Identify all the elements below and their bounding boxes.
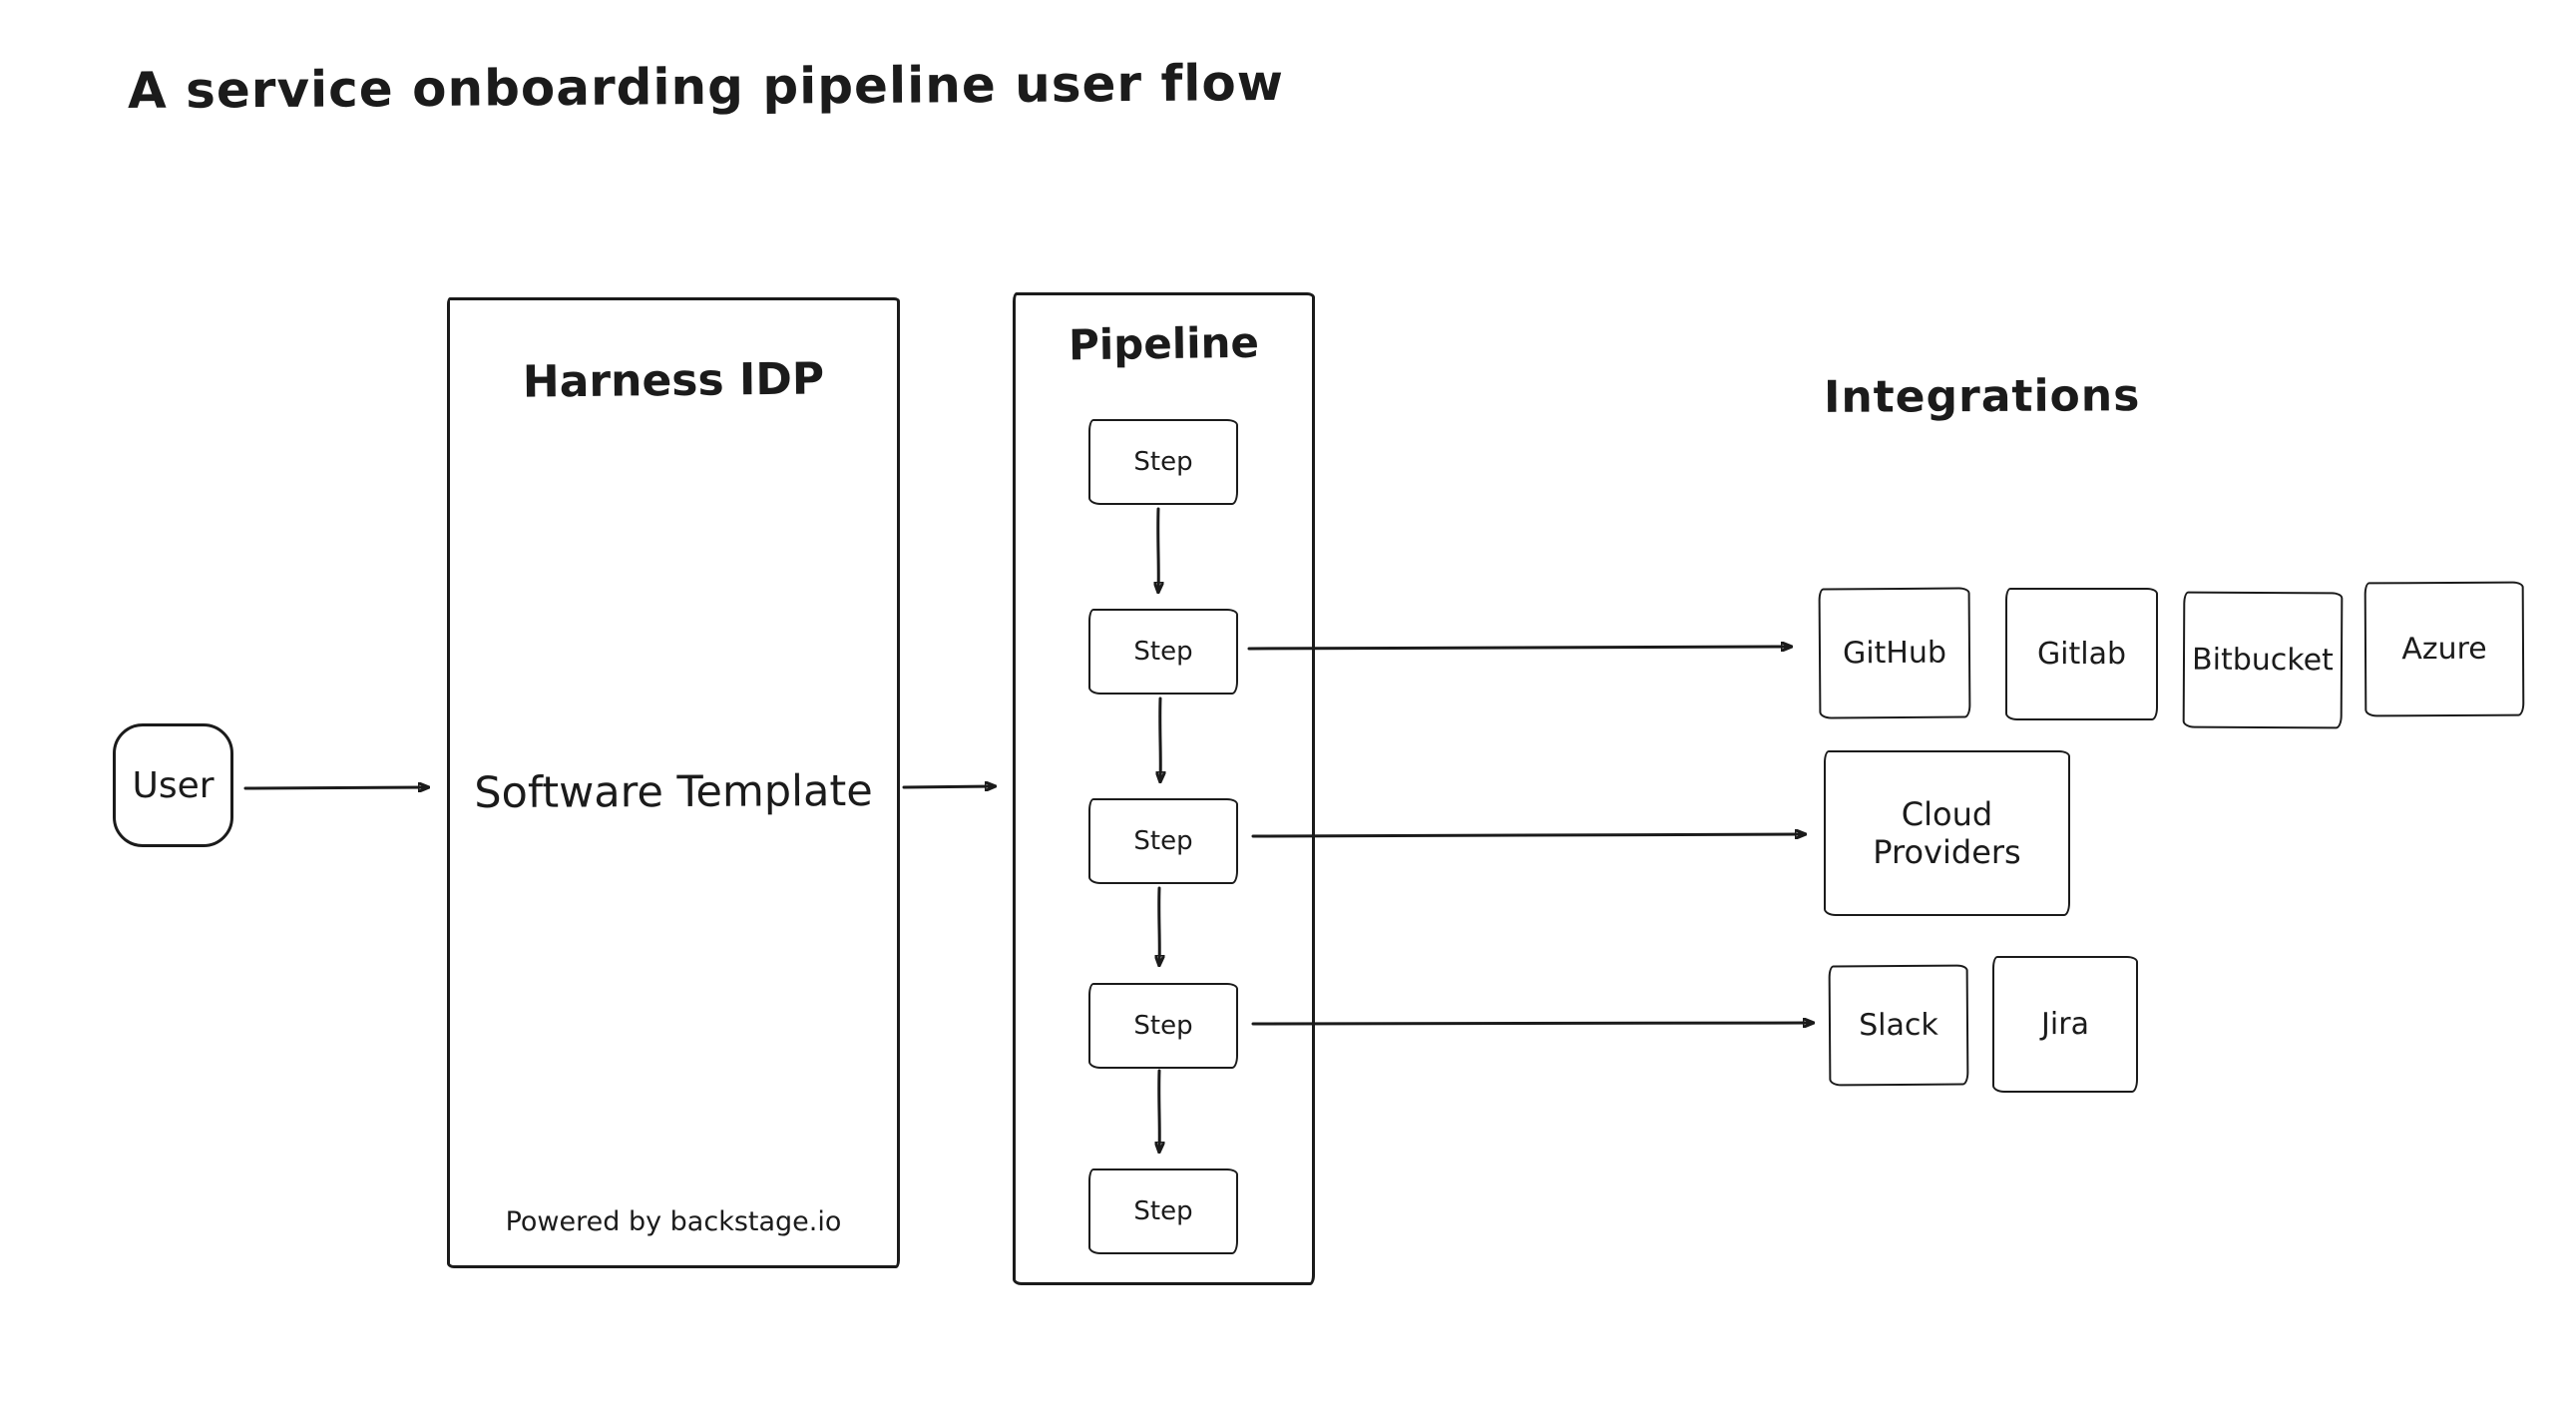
pipeline-step-1: Step (1088, 419, 1238, 505)
cloud-providers-node-label: Cloud Providers (1873, 795, 2021, 871)
pipeline-step-2-label: Step (1133, 637, 1193, 667)
pipeline-step-4-label: Step (1133, 1011, 1193, 1041)
azure-node: Azure (2363, 581, 2525, 717)
azure-node-label: Azure (2401, 631, 2487, 668)
backstage-footer-label: Powered by backstage.io (505, 1206, 842, 1237)
jira-node-label: Jira (2041, 1007, 2089, 1042)
pipeline-step-2: Step (1088, 609, 1238, 695)
cloud-providers-node: Cloud Providers (1824, 750, 2070, 916)
arrow-step2-to-github (1247, 647, 1790, 649)
github-node-label: GitHub (1842, 635, 1947, 672)
arrow-step3-to-cloud-providers (1251, 834, 1804, 836)
arrow-user-to-template (243, 787, 427, 788)
slack-node: Slack (1828, 964, 1969, 1087)
pipeline-step-5: Step (1088, 1168, 1238, 1254)
pipeline-step-3-label: Step (1133, 826, 1193, 856)
bitbucket-node: Bitbucket (2182, 591, 2344, 729)
github-node: GitHub (1818, 587, 1971, 719)
user-node-label: User (132, 764, 215, 806)
pipeline-node: Pipeline Step Step Step Step Step (1013, 292, 1315, 1285)
jira-node: Jira (1992, 956, 2138, 1093)
arrow-template-to-pipeline (902, 786, 994, 787)
bitbucket-node-label: Bitbucket (2192, 642, 2334, 679)
pipeline-step-4: Step (1088, 983, 1238, 1069)
pipeline-step-3: Step (1088, 798, 1238, 884)
diagram-title: A service onboarding pipeline user flow (127, 53, 1285, 121)
pipeline-title: Pipeline (1068, 317, 1260, 370)
pipeline-step-5-label: Step (1133, 1196, 1193, 1226)
slack-node-label: Slack (1859, 1007, 1938, 1044)
software-template-label: Software Template (474, 765, 873, 819)
integrations-title: Integrations (1823, 370, 2141, 423)
user-node: User (113, 723, 233, 847)
harness-idp-node: Harness IDP Software Template Powered by… (447, 297, 900, 1268)
gitlab-node: Gitlab (2005, 588, 2158, 720)
arrow-step4-to-slack (1251, 1023, 1812, 1024)
gitlab-node-label: Gitlab (2036, 637, 2127, 672)
harness-idp-title: Harness IDP (522, 353, 825, 408)
pipeline-step-1-label: Step (1133, 447, 1193, 477)
